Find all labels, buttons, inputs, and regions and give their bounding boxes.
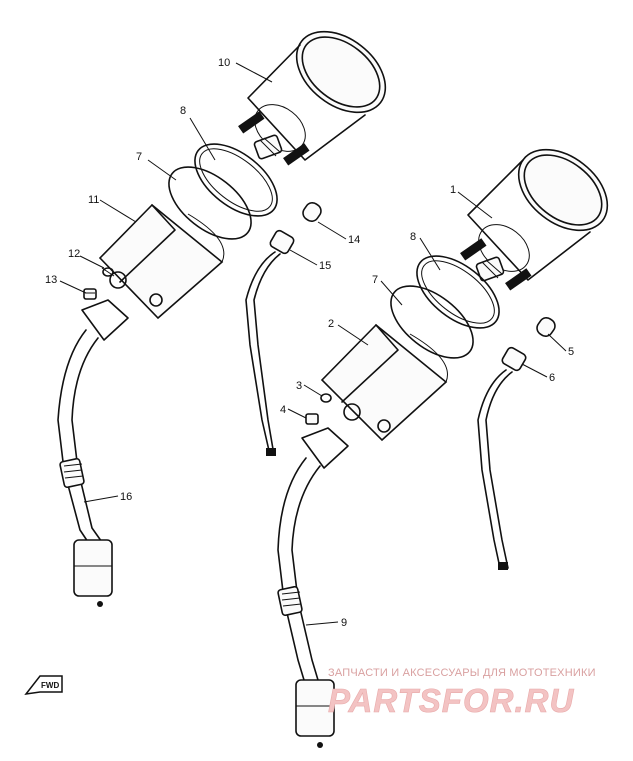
left-gauge-assembly — [57, 30, 387, 607]
bulb-5 — [536, 316, 556, 338]
screw-13 — [83, 288, 97, 300]
right-gauge-assembly — [277, 148, 609, 748]
watermark-logo: PARTSFOR.RU — [328, 682, 574, 719]
watermark: ЗАПЧАСТИ И АКСЕССУАРЫ ДЛЯ МОТОТЕХНИКИ PA… — [328, 667, 596, 719]
callout-7-right: 7 — [372, 274, 378, 286]
callout-12: 12 — [68, 248, 80, 260]
meter-cable-9 — [277, 427, 349, 748]
lamp-socket-6 — [477, 346, 527, 570]
callout-6: 6 — [549, 372, 555, 384]
seal-ring-7-left — [168, 166, 252, 240]
callout-numbers: 10 8 7 11 12 13 14 15 16 1 8 7 2 3 4 5 6… — [45, 57, 574, 629]
watermark-tagline: ЗАПЧАСТИ И АКСЕССУАРЫ ДЛЯ МОТОТЕХНИКИ — [328, 667, 596, 679]
gauge-housing-1 — [460, 148, 609, 291]
leader-lines — [59, 62, 567, 626]
grommet-12 — [101, 267, 115, 277]
callout-9: 9 — [341, 617, 347, 629]
gauge-cup-11 — [98, 203, 225, 320]
forward-label: FWD — [41, 681, 59, 690]
meter-cable-16 — [57, 299, 129, 607]
gasket-8-left — [194, 143, 278, 217]
callout-8-right: 8 — [410, 231, 416, 243]
callout-10: 10 — [218, 57, 230, 69]
gauge-cup-2 — [320, 323, 448, 442]
callout-15: 15 — [319, 260, 331, 272]
forward-direction-marker: FWD — [24, 675, 63, 696]
callout-4: 4 — [280, 404, 286, 416]
callout-7-left: 7 — [136, 151, 142, 163]
screw-4 — [305, 413, 319, 425]
callout-2: 2 — [328, 318, 334, 330]
gasket-8-right — [416, 255, 500, 329]
bulb-14 — [302, 201, 322, 223]
seal-ring-7-right — [390, 285, 474, 359]
gauge-housing-10 — [238, 30, 387, 166]
callout-1: 1 — [450, 184, 456, 196]
grommet-3 — [320, 393, 332, 403]
lamp-socket-15 — [245, 229, 295, 456]
callout-13: 13 — [45, 274, 57, 286]
callout-14: 14 — [348, 234, 360, 246]
callout-8-left: 8 — [180, 105, 186, 117]
callout-3: 3 — [296, 380, 302, 392]
callout-5: 5 — [568, 346, 574, 358]
callout-11: 11 — [88, 194, 99, 206]
callout-16: 16 — [120, 491, 132, 503]
